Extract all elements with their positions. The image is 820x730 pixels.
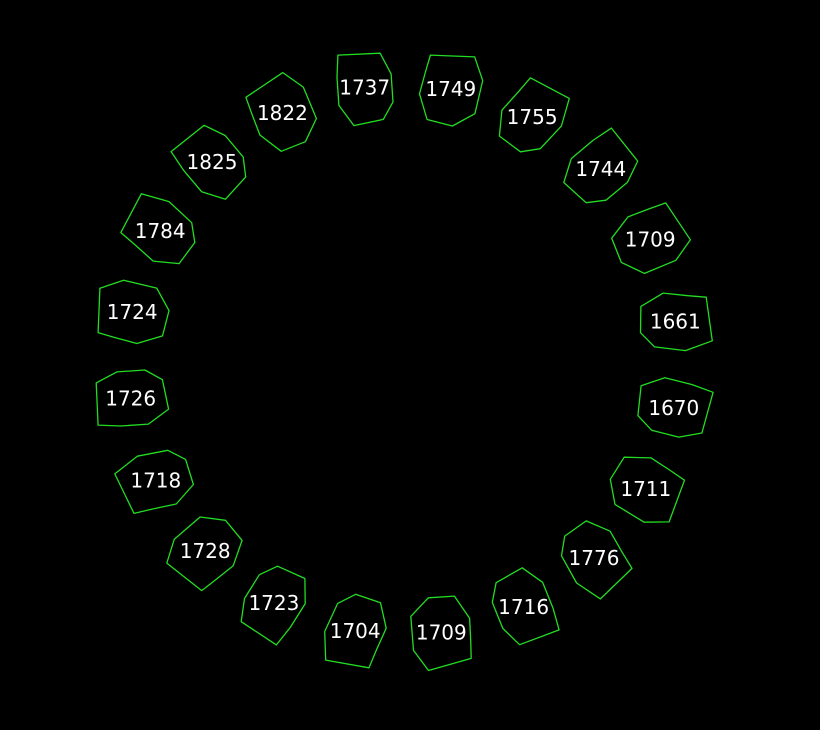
ring-slot: 1724 (97, 279, 170, 345)
slot-outline (324, 593, 387, 669)
slot-outline (560, 520, 633, 600)
slot-label: 1744 (575, 157, 626, 181)
slot-label: 1822 (257, 101, 308, 125)
ring-slot: 1716 (491, 567, 560, 646)
slot-outline (498, 77, 570, 153)
ring-slot: 1825 (170, 124, 247, 200)
slot-label: 1709 (625, 227, 676, 251)
ring-slot: 1755 (498, 77, 570, 153)
ring-slot: 1661 (639, 292, 713, 352)
slot-outline (166, 516, 243, 592)
slot-outline (114, 449, 195, 515)
ring-slot: 1670 (637, 377, 714, 438)
slot-label: 1825 (187, 150, 238, 174)
slot-outline (95, 369, 170, 427)
slot-label: 1670 (648, 396, 699, 420)
slot-label: 1661 (650, 310, 701, 334)
slot-label: 1726 (105, 386, 156, 410)
ring-slot: 1784 (120, 193, 196, 265)
ring-slot: 1744 (563, 127, 639, 204)
ring-slot: 1704 (324, 593, 387, 669)
slot-label: 1716 (498, 595, 549, 619)
ring-slot: 1718 (114, 449, 195, 515)
slot-label: 1709 (416, 620, 467, 644)
slot-label: 1704 (330, 619, 381, 643)
ring-slot: 1737 (336, 52, 394, 127)
ring-slot: 1709 (410, 595, 472, 672)
slot-outline (240, 565, 306, 646)
ring-slot: 1709 (611, 202, 692, 275)
ring-slot: 1728 (166, 516, 243, 592)
slot-outline (418, 54, 484, 127)
ring-slot: 1723 (240, 565, 306, 646)
slot-outline (97, 279, 170, 345)
slot-label: 1749 (425, 77, 476, 101)
slots-layer: 1737 1749 1755 1744 1709 1661 1670 1711 1776 1716… (95, 52, 714, 672)
slot-outline (336, 52, 394, 127)
slot-outline (637, 377, 714, 438)
slot-label: 1728 (180, 539, 231, 563)
ring-slot: 1749 (418, 54, 484, 127)
slot-label: 1724 (107, 300, 158, 324)
slot-label: 1776 (569, 546, 620, 570)
slot-outline (609, 456, 686, 523)
slot-label: 1755 (507, 105, 558, 129)
ring-slot: 1776 (560, 520, 633, 600)
slot-label: 1784 (135, 219, 186, 243)
slot-label: 1723 (248, 591, 299, 615)
slot-outline (245, 71, 318, 152)
slot-outline (611, 202, 692, 275)
slot-outline (170, 124, 247, 200)
slot-outline (639, 292, 713, 352)
ring-slot: 1726 (95, 369, 170, 427)
slot-label: 1737 (339, 76, 390, 100)
slot-outline (491, 567, 560, 646)
slot-outline (563, 127, 639, 204)
ring-slot: 1711 (609, 456, 686, 523)
ring-slot: 1822 (245, 71, 318, 152)
slot-outline (120, 193, 196, 265)
slot-label: 1711 (620, 477, 671, 501)
slot-outline (410, 595, 472, 672)
slot-label: 1718 (130, 469, 181, 493)
